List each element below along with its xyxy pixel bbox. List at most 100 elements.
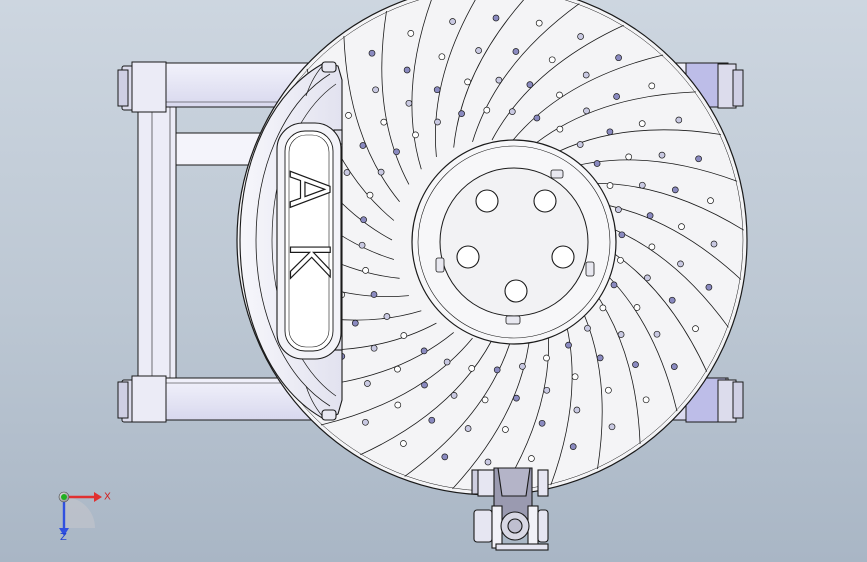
triad-x-label: X [104,492,111,503]
drilled-hole [569,443,577,450]
disc-vane [343,36,400,202]
disc-vane [511,54,664,143]
drilled-hole [481,396,489,404]
drilled-hole [677,260,684,268]
drilled-hole [653,330,661,338]
triad-z-label: Z [60,532,67,543]
disc-vane [530,91,696,148]
drilled-hole [615,54,622,62]
drilled-hole [705,283,713,291]
drilled-hole [675,116,683,124]
lug-hole [456,245,480,269]
lug-hole [551,245,575,269]
drilled-hole [343,169,351,176]
drilled-hole [644,274,651,282]
drilled-hole [617,331,625,338]
drilled-hole [475,47,482,54]
drilled-hole [605,386,612,394]
drilled-hole [450,392,458,399]
drilled-hole [678,223,685,230]
drilled-hole [582,71,590,79]
drilled-hole [533,114,541,122]
lug-hole [504,279,528,303]
drilled-hole [606,128,614,136]
disc-vane [320,337,473,426]
drilled-hole [633,304,641,311]
drilled-hole [512,48,520,55]
drilled-hole [420,347,428,355]
brake-caliper: AK [239,61,343,421]
drilled-hole [670,363,678,370]
drilled-hole [632,361,639,368]
lug-hole [475,189,499,213]
drilled-hole [606,182,614,189]
drilled-hole [383,313,391,320]
drilled-hole [577,33,584,40]
drilled-hole [668,296,676,304]
drilled-hole [438,53,446,61]
disc-vane [381,11,410,185]
drilled-hole [556,125,564,133]
drilled-hole [543,354,550,362]
drilled-hole [519,363,526,370]
drilled-hole [492,14,500,22]
drilled-hole [658,151,666,159]
drilled-hole [464,78,471,86]
drilled-hole [565,341,572,349]
drilled-hole [707,197,714,204]
drilled-hole [710,240,718,248]
drilled-hole [405,99,413,107]
lower-link-clevis [471,467,549,551]
drilled-hole [618,231,626,239]
hub-lug-holes [456,189,575,303]
drilled-hole [370,291,378,298]
disc-vane [411,0,432,170]
drilled-hole [599,304,607,312]
drilled-hole [615,206,622,213]
drilled-hole [464,425,472,432]
drilled-hole [596,354,604,362]
drilled-hole [583,107,590,115]
drilled-hole [528,455,535,462]
drilled-hole [692,325,699,332]
drilled-hole [428,416,436,424]
drilled-hole [372,86,379,94]
drilled-hole [403,66,411,74]
drilled-hole [608,423,616,431]
disc-vane [435,0,476,157]
drilled-hole [526,81,534,88]
drilled-hole [380,118,388,126]
drilled-hole [433,86,441,94]
drilled-hole [556,91,563,99]
drilled-hole [571,373,579,381]
drilled-hole [638,120,646,127]
drilled-hole [548,56,556,64]
drilled-hole [434,118,441,126]
disc-vane [491,24,624,141]
drilled-hole [576,141,584,148]
axis-triad: X Z [58,492,111,543]
drilled-hole [695,155,702,163]
drilled-hole [538,419,546,427]
drilled-hole [671,186,679,194]
drilled-hole [394,365,401,373]
drilled-hole [345,112,352,119]
drilled-hole [646,212,654,219]
drilled-hole [543,386,551,394]
disc-vane [360,339,493,456]
drilled-hole [362,418,369,426]
drilled-hole [407,30,415,37]
drilled-hole [584,324,591,332]
drilled-hole [400,332,408,339]
drilled-hole [483,106,491,114]
drilled-hole [535,19,543,27]
drilled-hole [468,365,476,372]
drilled-hole [400,440,407,447]
drilled-hole [502,426,509,433]
disc-vane [452,332,531,490]
disc-vane [562,159,738,182]
drilled-hole [377,168,385,176]
drilled-hole [508,108,516,115]
